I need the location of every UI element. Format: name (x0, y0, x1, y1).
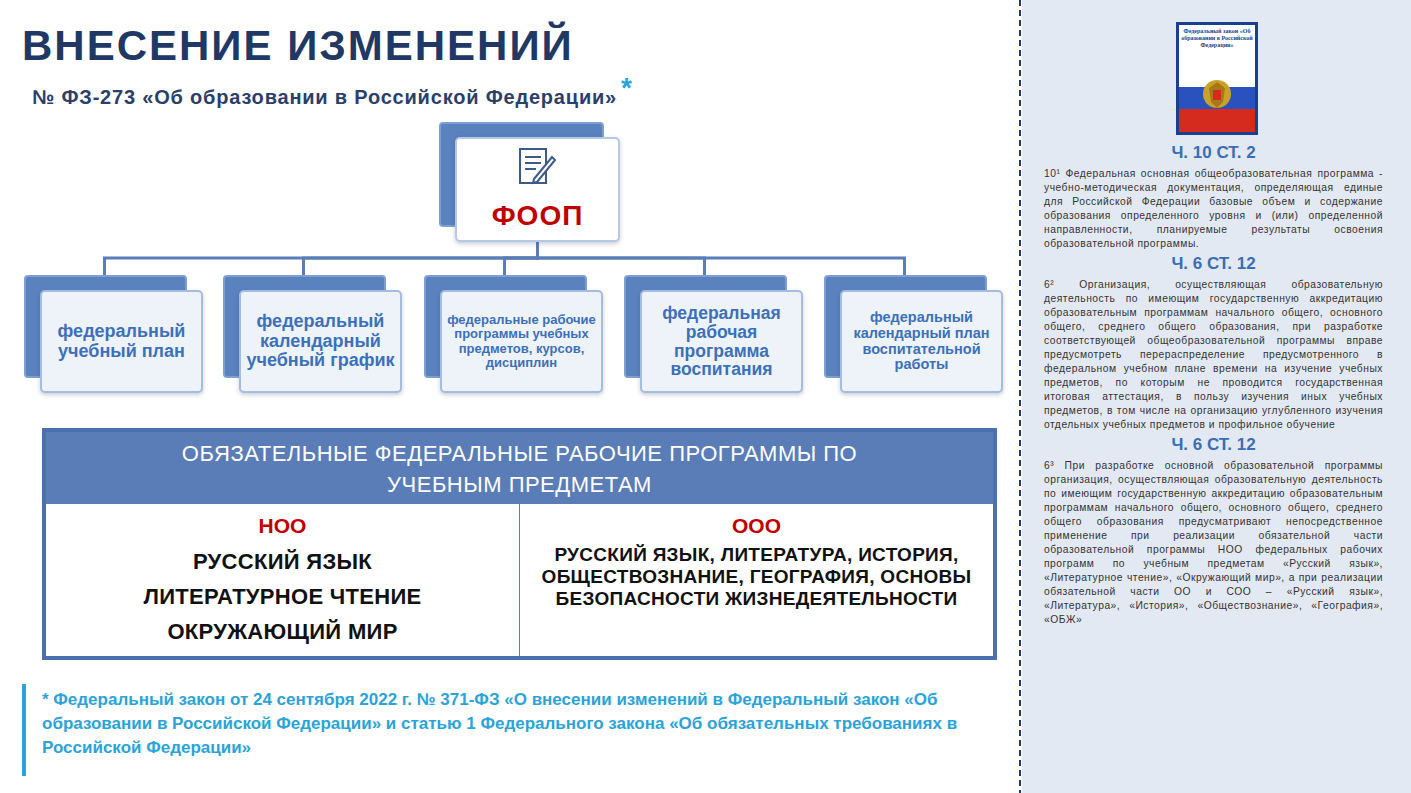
footnote-mark: * (621, 72, 632, 104)
component-box: федеральные рабочие программы учебных пр… (440, 290, 603, 393)
article-heading: Ч. 6 СТ. 12 (1044, 254, 1383, 274)
book-title: Федеральный закон «Об образовании в Росс… (1180, 28, 1254, 49)
subject-name: ЛИТЕРАТУРНОЕ ЧТЕНИЕ (143, 579, 421, 614)
component-name: федеральный календарный учебный график (246, 312, 395, 370)
slide-title: ВНЕСЕНИЕ ИЗМЕНЕНИЙ (22, 22, 574, 70)
subject-list: РУССКИЙ ЯЗЫК, ЛИТЕРАТУРА, ИСТОРИЯ, ОБЩЕС… (542, 544, 972, 610)
article-text: 6² Организация, осуществляющая образоват… (1044, 278, 1383, 432)
article-text: 6³ При разработке основной образовательн… (1044, 459, 1383, 627)
table-heading: ОБЯЗАТЕЛЬНЫЕ ФЕДЕРАЛЬНЫЕ РАБОЧИЕ ПРОГРАМ… (175, 438, 865, 500)
component-name: федеральная рабочая программа воспитания (647, 304, 796, 380)
subject-table: ОБЯЗАТЕЛЬНЫЕ ФЕДЕРАЛЬНЫЕ РАБОЧИЕ ПРОГРАМ… (42, 428, 997, 660)
law-subtitle: № ФЗ-273 «Об образовании в Российской Фе… (32, 86, 617, 109)
component-box: федеральный календарный план воспитатель… (840, 290, 1003, 393)
article-heading: Ч. 6 СТ. 12 (1044, 435, 1383, 455)
component-name: федеральные рабочие программы учебных пр… (447, 313, 596, 369)
component-box: федеральная рабочая программа воспитания (640, 290, 803, 393)
table-cell: НОО РУССКИЙ ЯЗЫКЛИТЕРАТУРНОЕ ЧТЕНИЕОКРУЖА… (46, 504, 519, 656)
document-icon (514, 145, 558, 189)
component-name: федеральный учебный план (47, 322, 196, 361)
subject-name: РУССКИЙ ЯЗЫК (193, 544, 372, 579)
footnote-bar (20, 684, 28, 776)
article-text: 10¹ Федеральная основная общеобразовател… (1044, 167, 1383, 251)
level-heading: НОО (259, 514, 307, 538)
subject-name: ОКРУЖАЮЩИЙ МИР (167, 614, 397, 649)
table-cell: ООО РУССКИЙ ЯЗЫК, ЛИТЕРАТУРА, ИСТОРИЯ, ОБ… (520, 504, 993, 656)
footnote-text: * Федеральный закон от 24 сентября 2022 … (42, 688, 1002, 760)
level-heading: ООО (732, 514, 781, 538)
component-box: федеральный календарный учебный график (239, 290, 402, 393)
component-box: федеральный учебный план (40, 290, 203, 393)
program-name: ФООП (492, 200, 584, 232)
component-name: федеральный календарный план воспитатель… (847, 310, 996, 373)
article-heading: Ч. 10 СТ. 2 (1044, 143, 1383, 163)
